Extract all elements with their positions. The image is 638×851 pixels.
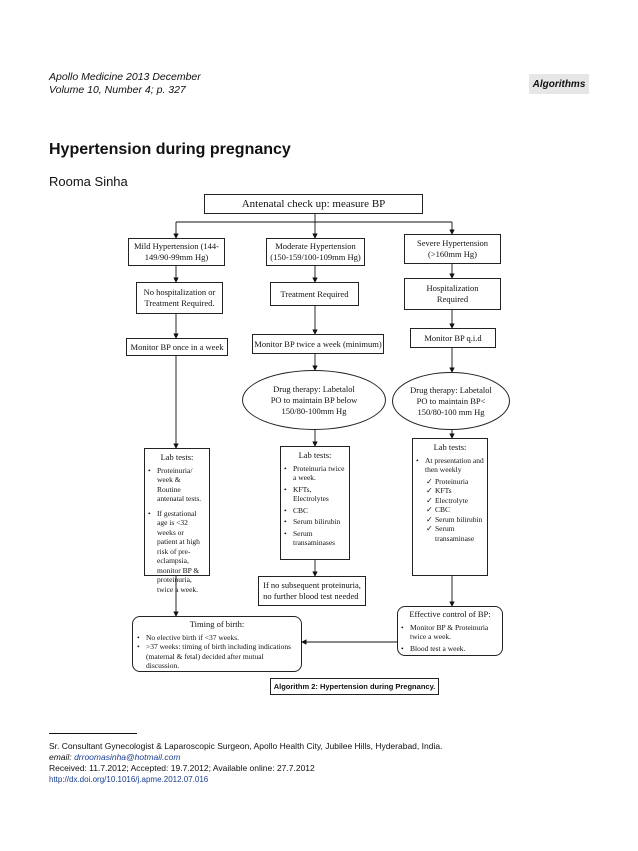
moderate-lab-item: KFTs, Electrolytes xyxy=(284,485,346,504)
mild-lab-item: If gestational age is <32 weeks or patie… xyxy=(148,509,206,595)
severe-drug-line-2: PO to maintain BP< xyxy=(416,395,486,406)
mild-hypertension-box: Mild Hypertension (144-149/90-99mm Hg) xyxy=(128,238,225,266)
moderate-lab-title: Lab tests: xyxy=(298,450,332,460)
severe-lab-check: Proteinuria xyxy=(426,477,484,487)
moderate-action-box: Treatment Required xyxy=(270,282,359,306)
birth-title: Timing of birth: xyxy=(189,619,245,629)
severe-lab-tests-box: Lab tests: At presentation and then week… xyxy=(412,438,488,576)
control-item: Monitor BP & Proteinuria twice a week. xyxy=(401,623,499,642)
section-tag: Algorithms xyxy=(529,74,589,94)
severe-lab-check: Electrolyte xyxy=(426,496,484,506)
no-proteinuria-box: If no subsequent proteinuria,no further … xyxy=(258,576,366,606)
control-item: Blood test a week. xyxy=(401,644,499,654)
birth-item: No elective birth if <37 weeks. xyxy=(137,633,297,643)
email-link[interactable]: drroomasinha@hotmail.com xyxy=(74,752,181,762)
author-affiliation: Sr. Consultant Gynecologist & Laparoscop… xyxy=(49,741,443,751)
severe-lab-check: KFTs xyxy=(426,486,484,496)
article-dates: Received: 11.7.2012; Accepted: 19.7.2012… xyxy=(49,763,315,773)
mild-lab-title: Lab tests: xyxy=(160,452,194,462)
mild-action-line-1: No hospitalization or xyxy=(143,287,216,297)
doi-link[interactable]: http://dx.doi.org/10.1016/j.apme.2012.07… xyxy=(49,775,209,784)
footnote-rule xyxy=(49,733,137,734)
severe-class-line-2: (>160mm Hg) xyxy=(428,249,477,259)
article-author: Rooma Sinha xyxy=(49,174,128,189)
severe-action-line-1: Hospitalization xyxy=(426,283,479,293)
moderate-drug-line-2: PO to maintain BP below xyxy=(270,394,358,405)
moderate-lab-item: Serum transaminases xyxy=(284,529,346,548)
severe-lab-check: CBC xyxy=(426,505,484,515)
control-title: Effective control of BP: xyxy=(409,609,491,619)
moderate-drug-line-1: Drug therapy: Labetalol xyxy=(273,383,355,394)
moderate-lab-item: CBC xyxy=(284,506,346,516)
moderate-drug-line-3: 150/80-100mm Hg xyxy=(281,405,347,416)
email-label: email: xyxy=(49,752,72,762)
followup-line-2: no further blood test needed xyxy=(263,591,359,601)
moderate-class-line-2: (150-159/100-109mm Hg) xyxy=(270,252,361,262)
severe-lab-check: Serum bilirubin xyxy=(426,515,484,525)
severe-lab-title: Lab tests: xyxy=(433,442,467,452)
moderate-class-line-1: Moderate Hypertension xyxy=(275,241,356,251)
journal-line-1: Apollo Medicine 2013 December xyxy=(49,71,201,83)
moderate-lab-item: Serum bilirubin xyxy=(284,517,346,527)
mild-lab-tests-box: Lab tests: Proteinuria/ week & Routine a… xyxy=(144,448,210,594)
mild-action-line-2: Treatment Required. xyxy=(144,298,215,308)
birth-item: >37 weeks: timing of birth including ind… xyxy=(137,642,297,671)
algorithm-caption: Algorithm 2: Hypertension during Pregnan… xyxy=(270,678,439,695)
moderate-lab-tests-box: Lab tests: Proteinuria twice a week. KFT… xyxy=(280,446,350,560)
severe-drug-line-3: 150/80-100 mm Hg xyxy=(417,406,485,417)
effective-control-box: Effective control of BP: Monitor BP & Pr… xyxy=(397,606,503,656)
severe-class-line-1: Severe Hypertension xyxy=(416,238,489,248)
mild-class-line-2: 149/90-99mm Hg) xyxy=(144,252,209,262)
mild-class-line-1: Mild Hypertension (144- xyxy=(134,241,219,251)
severe-drug-line-1: Drug therapy: Labetalol xyxy=(410,384,492,395)
mild-lab-item: Proteinuria/ week & Routine antenatal te… xyxy=(148,466,206,504)
timing-of-birth-box: Timing of birth: No elective birth if <3… xyxy=(132,616,302,672)
moderate-monitor-box: Monitor BP twice a week (minimum) xyxy=(252,334,384,354)
moderate-lab-item: Proteinuria twice a week. xyxy=(284,464,346,483)
journal-line-2: Volume 10, Number 4; p. 327 xyxy=(49,84,186,96)
mild-monitor-box: Monitor BP once in a week xyxy=(126,338,228,356)
severe-action-line-2: Required xyxy=(436,294,469,304)
severe-lab-intro: At presentation and then weekly xyxy=(416,456,484,475)
severe-monitor-box: Monitor BP q.i.d xyxy=(410,328,496,348)
article-title: Hypertension during pregnancy xyxy=(49,141,291,158)
moderate-hypertension-box: Moderate Hypertension(150-159/100-109mm … xyxy=(266,238,365,266)
journal-citation: Apollo Medicine 2013 December Volume 10,… xyxy=(49,71,201,97)
antenatal-checkup-box: Antenatal check up: measure BP xyxy=(204,194,423,214)
severe-hypertension-box: Severe Hypertension(>160mm Hg) xyxy=(404,234,501,264)
severe-lab-check: Serum transaminase xyxy=(426,524,484,543)
author-email-line: email: drroomasinha@hotmail.com xyxy=(49,752,180,763)
followup-line-1: If no subsequent proteinuria, xyxy=(263,580,361,590)
